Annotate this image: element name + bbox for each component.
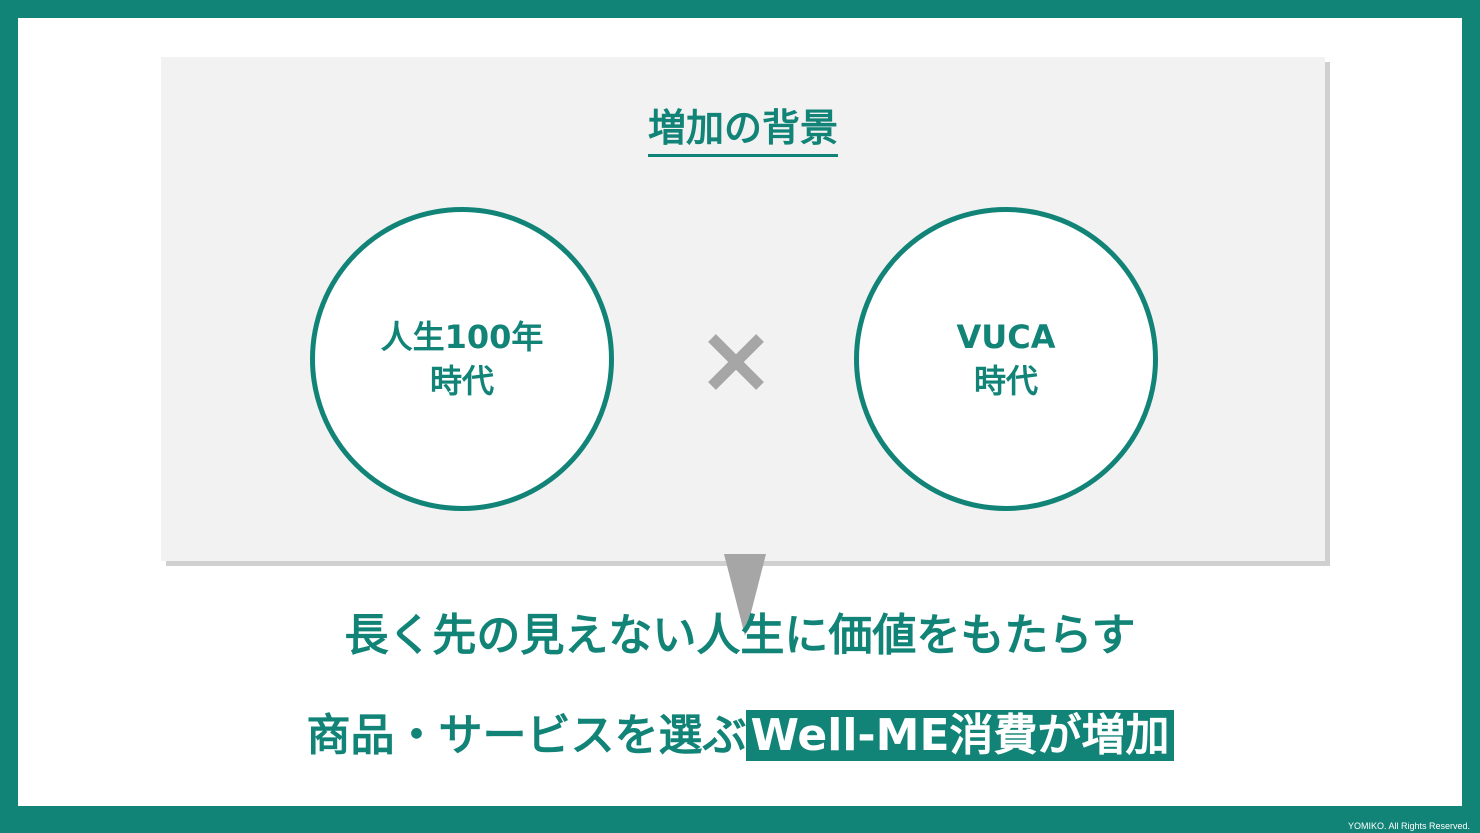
multiply-icon	[708, 334, 764, 390]
circle-life-100-years: 人生100年 時代	[310, 207, 614, 511]
circle-right-line1: VUCA	[956, 318, 1056, 356]
message-line-1: 長く先の見えない人生に価値をもたらす	[18, 604, 1462, 668]
slide: 増加の背景 人生100年 時代 VUCA 時代 長く先の見えない人生に価値をもた…	[18, 18, 1462, 806]
circle-left-line1: 人生100年	[380, 318, 544, 356]
circle-right-line2: 時代	[973, 362, 1038, 400]
message-highlight: Well-ME消費が増加	[746, 710, 1174, 761]
down-arrow-icon	[724, 554, 766, 636]
circle-left-line2: 時代	[429, 362, 494, 400]
panel-title: 増加の背景	[161, 106, 1325, 157]
message-line-2-text: 商品・サービスを選ぶ	[306, 710, 747, 761]
circle-vuca: VUCA 時代	[854, 207, 1158, 511]
panel-title-text: 増加の背景	[647, 106, 838, 157]
background-panel: 増加の背景 人生100年 時代 VUCA 時代	[161, 57, 1325, 561]
message-line-2: 商品・サービスを選ぶWell-ME消費が増加	[18, 704, 1462, 768]
message-line-1-text: 長く先の見えない人生に価値をもたらす	[344, 610, 1136, 661]
copyright-text: YOMIKO. All Rights Reserved.	[1347, 821, 1470, 831]
